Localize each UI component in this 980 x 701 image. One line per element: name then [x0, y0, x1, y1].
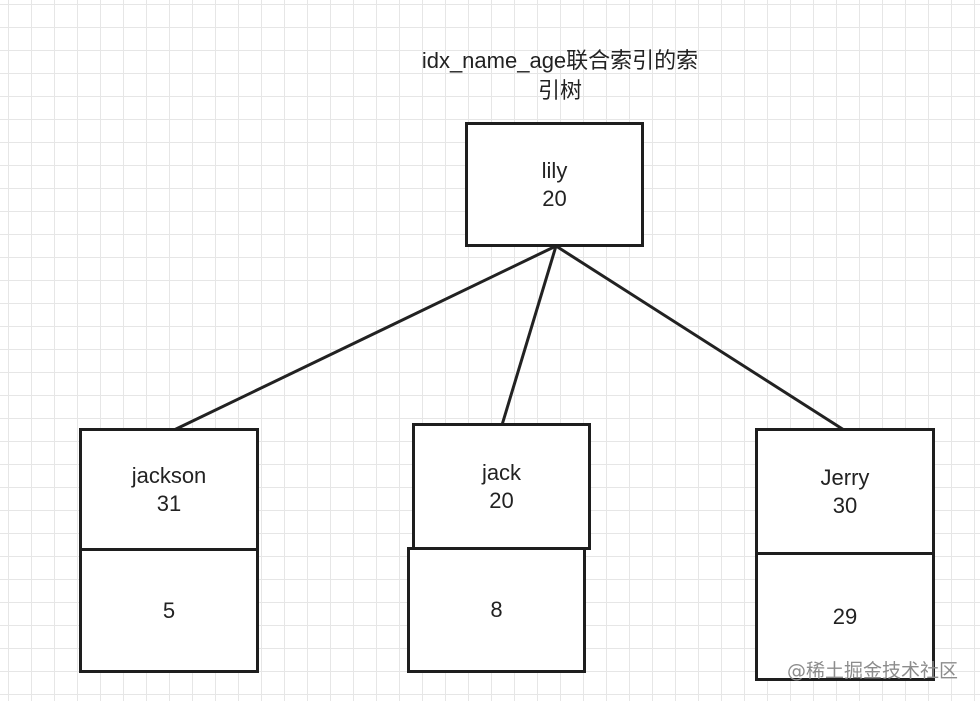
child-jerry-value-cell: 29	[755, 552, 935, 681]
root-name: lily	[541, 157, 568, 183]
child-jackson-id: 5	[162, 597, 176, 623]
child-jerry-key-cell: Jerry 30	[755, 428, 935, 555]
child-jerry-name: Jerry	[820, 464, 870, 490]
child-jerry-age: 30	[832, 492, 858, 518]
child-jack-key-cell: jack 20	[412, 423, 591, 550]
child-jackson-value-cell: 5	[79, 548, 259, 673]
diagram-title: idx_name_age联合索引的索 引树	[410, 46, 710, 106]
child-jack-age: 20	[489, 487, 514, 513]
root-age: 20	[542, 185, 567, 211]
child-jackson-key-cell: jackson 31	[79, 428, 259, 551]
child-jack-id: 8	[490, 597, 503, 622]
root-node: lily 20	[465, 122, 644, 247]
edge-root-jerry	[555, 244, 845, 432]
edge-root-jackson	[173, 244, 557, 432]
child-jack-name: jack	[481, 459, 522, 485]
child-jackson-name: jackson	[131, 462, 207, 488]
edge-root-jack	[500, 245, 558, 426]
child-jerry-id: 29	[832, 603, 858, 629]
child-jackson-age: 31	[156, 490, 182, 516]
watermark: @稀土掘金技术社区	[786, 660, 958, 682]
title-line-1: idx_name_age联合索引的索	[421, 48, 699, 73]
title-line-2: 引树	[537, 78, 582, 103]
child-jack-value-cell: 8	[407, 547, 586, 673]
